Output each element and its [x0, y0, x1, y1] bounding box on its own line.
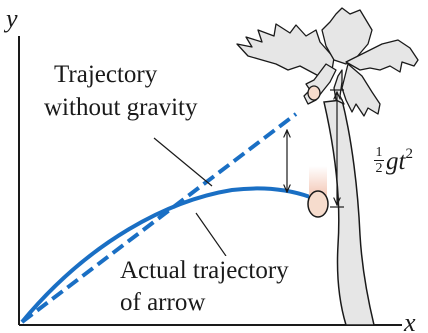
label-without-gravity-line1: Trajectory: [52, 60, 160, 89]
half-fraction: 1 2: [374, 145, 384, 176]
label-actual-line2: of arrow: [118, 288, 208, 317]
formula-body: gt2: [386, 146, 413, 176]
x-axis-label: x: [404, 308, 416, 333]
y-axis-label: y: [6, 4, 18, 33]
drop-formula: 1 2 gt2: [374, 145, 413, 176]
fraction-denominator: 2: [375, 161, 383, 176]
fraction-bar: [374, 160, 384, 161]
palm-trunk: [323, 99, 375, 326]
formula-t: t: [398, 147, 406, 175]
actual-trajectory: [20, 186, 311, 324]
formula-g: g: [386, 147, 399, 175]
falling-fruit: [307, 190, 329, 218]
palm-leaves: [236, 7, 419, 117]
trajectory-without-gravity: [20, 112, 298, 324]
leader-without-gravity: [153, 137, 213, 187]
fraction-numerator: 1: [375, 145, 383, 160]
label-actual-line1: Actual trajectory: [118, 256, 291, 285]
formula-exponent: 2: [405, 145, 413, 162]
label-without-gravity-line2: without gravity: [42, 93, 200, 122]
leader-actual: [195, 212, 227, 257]
